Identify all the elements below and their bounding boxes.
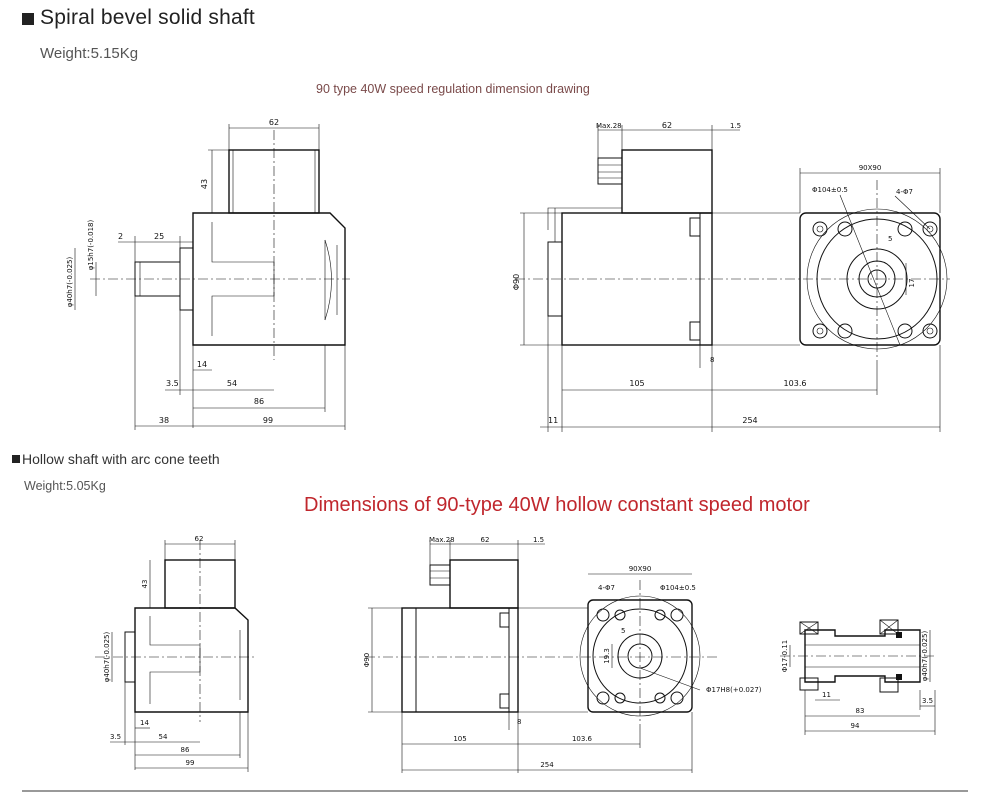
dim-54: 54 <box>159 733 168 741</box>
dim-max28: Max.28 <box>429 536 455 544</box>
dim-3-5: 3.5 <box>922 697 933 705</box>
dim-103-6: 103.6 <box>572 735 593 743</box>
dim-90x90: 90X90 <box>859 164 882 172</box>
dim-phi15: φ15h7(-0.018) <box>87 220 95 271</box>
drawing-top-left-side-view: 62 43 2 25 φ15h7(-0.018) φ40h7(-0.025) 1… <box>66 118 350 430</box>
dim-3-5: 3.5 <box>166 379 179 388</box>
drawing-caption: 90 type 40W speed regulation dimension d… <box>316 82 590 96</box>
dim-11: 11 <box>548 416 558 425</box>
dim-key-5: 5 <box>621 627 625 635</box>
dim-1-5: 1.5 <box>533 536 544 544</box>
drawing-bottom-right-shaft-section: Φ17-0.11 φ40h7(-0.025) 11 83 3.5 94 <box>780 619 936 735</box>
drawing-top-right-motor-view: Max.28 62 1.5 90X90 Φ104±0.5 4-Φ7 5 17 Φ… <box>512 121 950 432</box>
dim-pcd-104: Φ104±0.5 <box>660 584 696 592</box>
weight-label-solid: Weight:5.15Kg <box>40 45 139 62</box>
dim-pcd-104: Φ104±0.5 <box>812 186 848 194</box>
drawing-bottom-left-side-view: 62 43 φ40h7(-0.025) 14 3.5 54 86 99 <box>95 535 255 772</box>
dim-4-holes: 4-Φ7 <box>598 584 615 592</box>
dim-phi17: Φ17-0.11 <box>781 640 789 673</box>
dim-254: 254 <box>540 761 554 769</box>
dim-4-holes: 4-Φ7 <box>896 188 913 196</box>
dim-11: 11 <box>822 691 831 699</box>
dim-86: 86 <box>254 397 264 406</box>
dim-62: 62 <box>662 121 672 130</box>
dim-phi17-h8: Φ17H8(+0.027) <box>706 686 762 694</box>
weight-label-hollow: Weight:5.05Kg <box>24 479 106 493</box>
dim-90x90: 90X90 <box>629 565 652 573</box>
dim-54: 54 <box>227 379 237 388</box>
dim-phi90: Φ90 <box>363 653 371 667</box>
dim-14: 14 <box>197 360 207 369</box>
dim-62: 62 <box>195 535 204 543</box>
bullet-square <box>22 13 34 25</box>
dim-105: 105 <box>629 379 644 388</box>
dim-99: 99 <box>186 759 195 767</box>
dim-phi40: φ40h7(-0.025) <box>921 631 929 682</box>
section-heading-hollow-shaft: Hollow shaft with arc cone teeth <box>22 451 220 467</box>
dim-38: 38 <box>159 416 169 425</box>
dim-25: 25 <box>154 232 164 241</box>
dim-86: 86 <box>181 746 190 754</box>
dim-19-3: 19.3 <box>603 648 611 664</box>
dim-14: 14 <box>140 719 149 727</box>
dim-3-5: 3.5 <box>110 733 121 741</box>
dim-83: 83 <box>856 707 865 715</box>
dim-17: 17 <box>908 279 916 288</box>
dim-254: 254 <box>742 416 757 425</box>
dim-43: 43 <box>141 580 149 589</box>
hollow-motor-title: Dimensions of 90-type 40W hollow constan… <box>304 494 810 516</box>
dim-105: 105 <box>453 735 466 743</box>
dim-8: 8 <box>517 718 521 726</box>
dim-103-6: 103.6 <box>784 379 807 388</box>
dim-phi40: φ40h7(-0.025) <box>66 257 74 308</box>
dim-phi90: Φ90 <box>512 274 521 290</box>
dim-94: 94 <box>851 722 860 730</box>
drawing-bottom-mid-motor-view: Max.28 62 1.5 90X90 4-Φ7 Φ104±0.5 5 19.3… <box>363 536 762 773</box>
dim-key-5: 5 <box>888 235 892 243</box>
dim-1-5: 1.5 <box>730 122 741 130</box>
dim-99: 99 <box>263 416 273 425</box>
bullet-square <box>12 455 20 463</box>
dim-62: 62 <box>481 536 490 544</box>
dim-max28: Max.28 <box>596 122 622 130</box>
dim-2: 2 <box>118 232 123 241</box>
dim-62: 62 <box>269 118 279 127</box>
section-heading-solid-shaft: Spiral bevel solid shaft <box>40 6 255 29</box>
dim-phi40: φ40h7(-0.025) <box>103 632 111 683</box>
dim-43: 43 <box>200 179 209 189</box>
dim-8: 8 <box>710 356 714 364</box>
